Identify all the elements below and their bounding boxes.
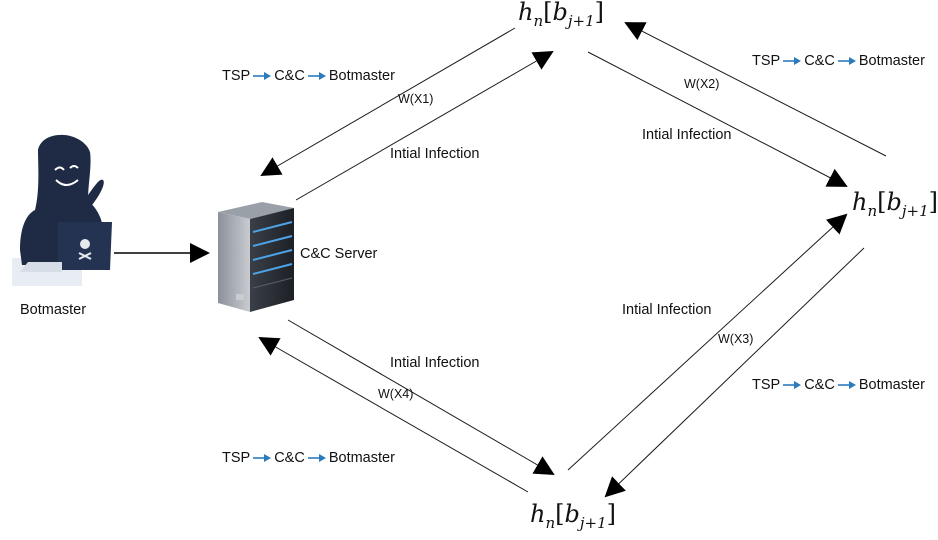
flow-botmaster: Botmaster xyxy=(328,450,395,466)
flow-arrow-icon xyxy=(837,57,856,65)
infection-label-top-right: Intial Infection xyxy=(642,127,732,143)
flow-botmaster: Botmaster xyxy=(858,53,925,69)
flow-arrow-icon xyxy=(783,57,802,65)
node-b: b xyxy=(564,500,580,528)
flow-arrow-icon xyxy=(253,454,272,462)
edge-bottom-node-to-right-node xyxy=(567,213,848,471)
flow-cc: C&C xyxy=(804,53,835,69)
weight-label-x4: W(X4) xyxy=(378,387,414,401)
edge-right-node-to-bottom-node xyxy=(604,247,865,498)
edge-top-node-to-right-node xyxy=(587,51,848,187)
node-top-label: hn[bj+1] xyxy=(518,0,605,30)
edge-right-node-to-top-node xyxy=(624,22,887,157)
weight-label-x2: W(X2) xyxy=(684,77,720,91)
edge-server-to-top-node xyxy=(295,50,554,201)
node-h: h xyxy=(530,500,546,528)
infection-label-bottom-left: Intial Infection xyxy=(390,355,480,371)
node-b-sub: j+1 xyxy=(901,202,929,220)
node-b-sub: j+1 xyxy=(579,514,607,532)
flow-tsp: TSP xyxy=(222,68,251,84)
edge-bottom-node-to-server xyxy=(258,337,529,493)
flow-arrow-icon xyxy=(307,72,326,80)
server-icon xyxy=(218,202,294,312)
flow-arrow-icon xyxy=(307,454,326,462)
flow-label-bottom-left: TSP C&C Botmaster xyxy=(222,450,395,466)
node-b-sub: j+1 xyxy=(567,12,595,30)
edge-server-to-bottom-node xyxy=(287,319,555,476)
flow-botmaster: Botmaster xyxy=(858,377,925,393)
node-h-sub: n xyxy=(867,202,878,220)
flow-botmaster: Botmaster xyxy=(328,68,395,84)
node-b: b xyxy=(886,188,902,216)
node-bottom-label: hn[bj+1] xyxy=(530,500,617,532)
flow-label-top-right: TSP C&C Botmaster xyxy=(752,53,925,69)
node-h-sub: n xyxy=(533,12,544,30)
flow-arrow-icon xyxy=(253,72,272,80)
flow-cc: C&C xyxy=(274,450,305,466)
server-label: C&C Server xyxy=(300,246,378,262)
flow-tsp: TSP xyxy=(752,377,781,393)
flow-tsp: TSP xyxy=(222,450,251,466)
flow-label-bottom-right: TSP C&C Botmaster xyxy=(752,377,925,393)
botmaster-label: Botmaster xyxy=(20,302,87,318)
flow-arrow-icon xyxy=(837,381,856,389)
infection-label-top-left: Intial Infection xyxy=(390,146,480,162)
edge-top-node-to-server xyxy=(260,27,516,177)
flow-label-top-left: TSP C&C Botmaster xyxy=(222,68,395,84)
weight-label-x3: W(X3) xyxy=(718,332,754,346)
infection-label-bottom-right: Intial Infection xyxy=(622,302,712,318)
node-h-sub: n xyxy=(545,514,556,532)
botmaster-icon xyxy=(12,134,112,286)
flow-tsp: TSP xyxy=(752,53,781,69)
flow-cc: C&C xyxy=(274,68,305,84)
weight-label-x1: W(X1) xyxy=(398,92,434,106)
node-h: h xyxy=(852,188,868,216)
flow-cc: C&C xyxy=(804,377,835,393)
node-right-label: hn[bj+1] xyxy=(852,188,938,220)
node-b: b xyxy=(552,0,568,26)
flow-arrow-icon xyxy=(783,381,802,389)
node-h: h xyxy=(518,0,534,26)
